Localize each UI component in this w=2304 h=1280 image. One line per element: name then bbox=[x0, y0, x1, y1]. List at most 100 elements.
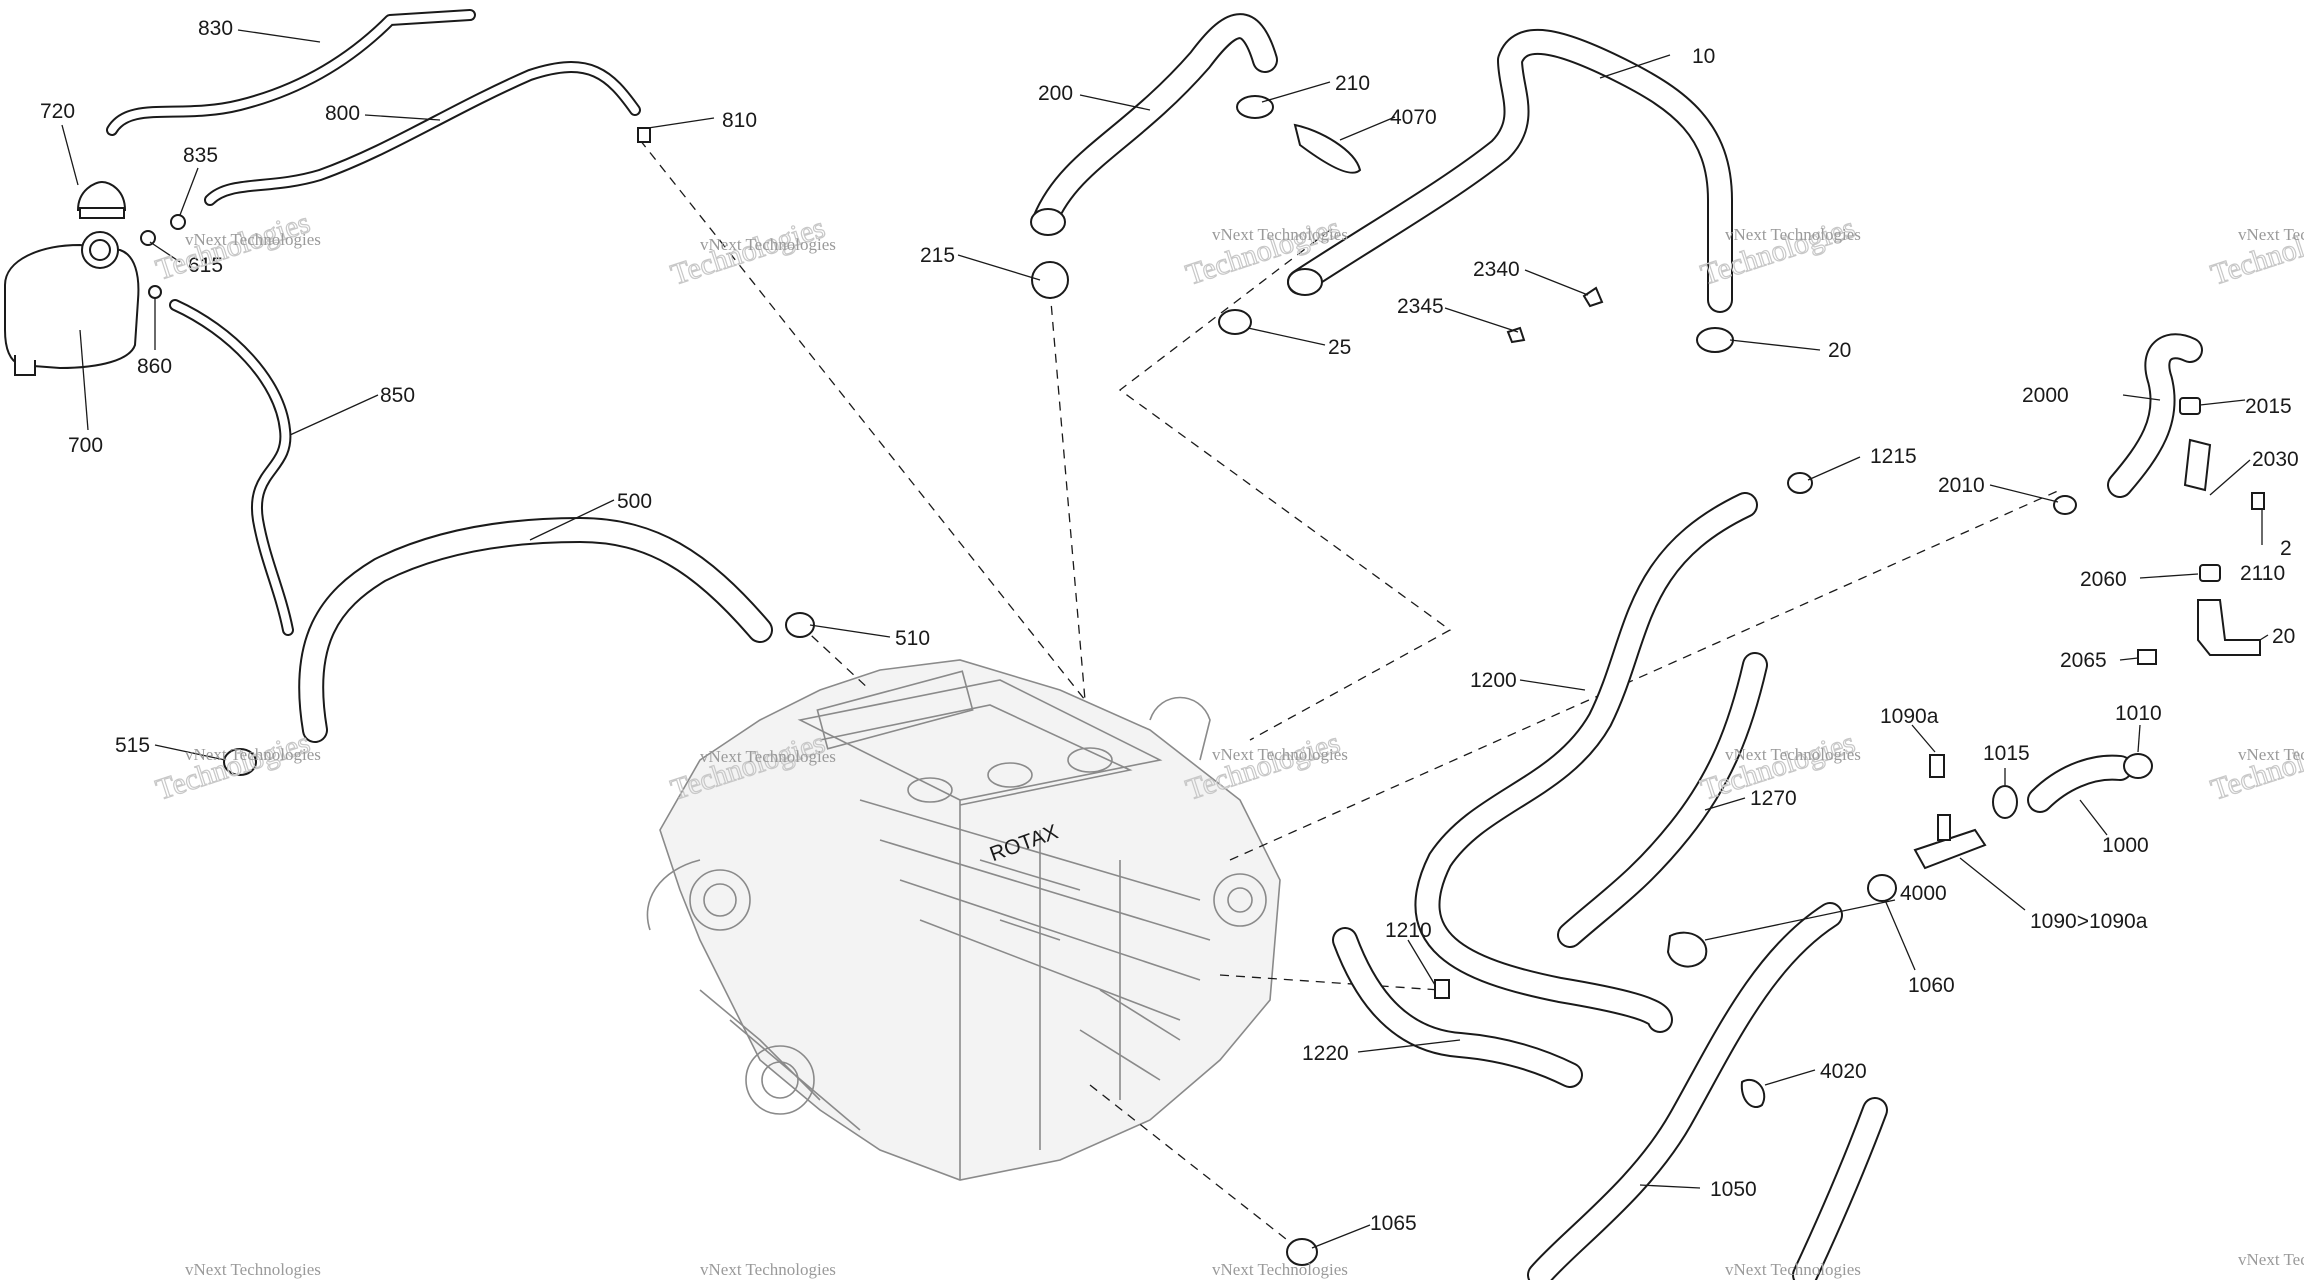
engine-illustration: ROTAX bbox=[646, 659, 1281, 1181]
dashed-leaders bbox=[639, 139, 2061, 1251]
label-830: 830 bbox=[198, 17, 233, 40]
watermark-6: vNext Technologies bbox=[185, 745, 321, 764]
clamp-2065 bbox=[2137, 649, 2157, 665]
label-1015: 1015 bbox=[1983, 742, 2030, 765]
clamp-835 bbox=[170, 214, 186, 230]
label-510: 510 bbox=[895, 627, 930, 650]
watermark-15: vNext Technologies bbox=[2238, 1250, 2304, 1269]
watermark-3: vNext Technologies bbox=[1212, 225, 1348, 244]
hose-850 bbox=[169, 299, 294, 636]
label-2000: 2000 bbox=[2022, 384, 2069, 407]
watermark-5: vNext Technologies bbox=[2238, 225, 2304, 244]
hose-800 bbox=[204, 61, 641, 206]
clamp-2010 bbox=[2053, 495, 2077, 515]
label-1270: 1270 bbox=[1750, 787, 1797, 810]
watermark-9: vNext Technologies bbox=[1725, 745, 1861, 764]
clamp-25 bbox=[1218, 309, 1252, 335]
cap-720 bbox=[76, 180, 127, 219]
watermark-1: vNext Technologies bbox=[185, 230, 321, 249]
label-615: 615 bbox=[188, 254, 223, 277]
label-25: 25 bbox=[1328, 336, 1351, 359]
plug-2110 bbox=[2251, 492, 2265, 510]
watermark-4: vNext Technologies bbox=[1725, 225, 1861, 244]
watermark-14: vNext Technologies bbox=[1725, 1260, 1861, 1279]
hose-1220 bbox=[1332, 927, 1583, 1088]
label-720: 720 bbox=[40, 100, 75, 123]
label-1210: 1210 bbox=[1385, 919, 1432, 942]
label-2010: 2010 bbox=[1938, 474, 1985, 497]
clamp-1010 bbox=[2123, 753, 2153, 779]
plug-2060 bbox=[2199, 564, 2221, 582]
label-1090a: 1090a bbox=[1880, 705, 1939, 728]
sensor-2345 bbox=[1506, 326, 1526, 344]
hose-830 bbox=[106, 9, 476, 136]
clamp-510 bbox=[785, 612, 815, 638]
hose-1270 bbox=[1557, 652, 1768, 948]
label-2065: 2065 bbox=[2060, 649, 2107, 672]
hose-1000 bbox=[2027, 754, 2133, 813]
clamp-810 bbox=[637, 127, 651, 143]
watermark-large-5: Technologies bbox=[2207, 211, 2304, 292]
clamp-515 bbox=[223, 748, 257, 776]
label-edge-20: 20 bbox=[2272, 625, 2295, 648]
label-2340: 2340 bbox=[1473, 258, 1520, 281]
label-2030: 2030 bbox=[2252, 448, 2299, 471]
label-4070: 4070 bbox=[1390, 106, 1437, 129]
label-leaders bbox=[61, 29, 2269, 1249]
clamp-1060 bbox=[1867, 874, 1897, 902]
hose-200 bbox=[1030, 13, 1278, 236]
label-500: 500 bbox=[617, 490, 652, 513]
watermark-10: vNext Technologies bbox=[2238, 745, 2304, 764]
label-860: 860 bbox=[137, 355, 172, 378]
tee-1090 bbox=[1913, 814, 1987, 870]
label-20: 20 bbox=[1828, 339, 1851, 362]
sensor-1090a bbox=[1929, 754, 1945, 778]
watermark-11: vNext Technologies bbox=[185, 1260, 321, 1279]
watermarks: Technologies vNext Technologies Technolo… bbox=[151, 205, 2304, 1279]
clamp-4020 bbox=[1740, 1079, 1766, 1108]
label-810: 810 bbox=[722, 109, 757, 132]
watermark-8: vNext Technologies bbox=[1212, 745, 1348, 764]
hose-lower-right bbox=[1792, 1097, 1888, 1280]
clamp-615 bbox=[140, 230, 156, 246]
watermark-13: vNext Technologies bbox=[1212, 1260, 1348, 1279]
clamp-1210 bbox=[1434, 979, 1450, 999]
clamp-1215 bbox=[1787, 472, 1813, 494]
watermark-large-10: Technologies bbox=[2207, 726, 2304, 807]
label-2110: 2110 bbox=[2240, 562, 2285, 585]
label-200: 200 bbox=[1038, 82, 1073, 105]
label-1060: 1060 bbox=[1908, 974, 1955, 997]
clamp-1065 bbox=[1286, 1238, 1318, 1266]
watermark-7: vNext Technologies bbox=[700, 747, 836, 766]
label-850: 850 bbox=[380, 384, 415, 407]
label-210: 210 bbox=[1335, 72, 1370, 95]
hose-1200 bbox=[1414, 492, 1758, 1033]
elbow-edge bbox=[2197, 599, 2261, 656]
label-2345: 2345 bbox=[1397, 295, 1444, 318]
clamp-210 bbox=[1236, 95, 1274, 119]
label-edge-2: 2 bbox=[2280, 537, 2292, 560]
clamp-4070 bbox=[1293, 123, 1362, 174]
part-labels: 830 720 800 835 810 615 860 700 850 500 … bbox=[40, 17, 2299, 1235]
hose-2000 bbox=[2107, 333, 2203, 498]
label-2060: 2060 bbox=[2080, 568, 2127, 591]
label-1000: 1000 bbox=[2102, 834, 2149, 857]
hose-1050 bbox=[1527, 902, 1843, 1280]
ring-215 bbox=[1031, 261, 1069, 299]
watermark-2: vNext Technologies bbox=[700, 235, 836, 254]
label-1050: 1050 bbox=[1710, 1178, 1757, 1201]
label-1010: 1010 bbox=[2115, 702, 2162, 725]
hose-10 bbox=[1287, 28, 1733, 313]
label-10: 10 bbox=[1692, 45, 1715, 68]
tee-2030 bbox=[2183, 438, 2212, 492]
label-1090-1090a: 1090>1090a bbox=[2030, 910, 2148, 933]
clamp-4000 bbox=[1666, 931, 1708, 968]
plug-2015 bbox=[2179, 397, 2201, 415]
label-1220: 1220 bbox=[1302, 1042, 1349, 1065]
hose-500 bbox=[298, 517, 773, 743]
label-515: 515 bbox=[115, 734, 150, 757]
label-800: 800 bbox=[325, 102, 360, 125]
label-215: 215 bbox=[920, 244, 955, 267]
